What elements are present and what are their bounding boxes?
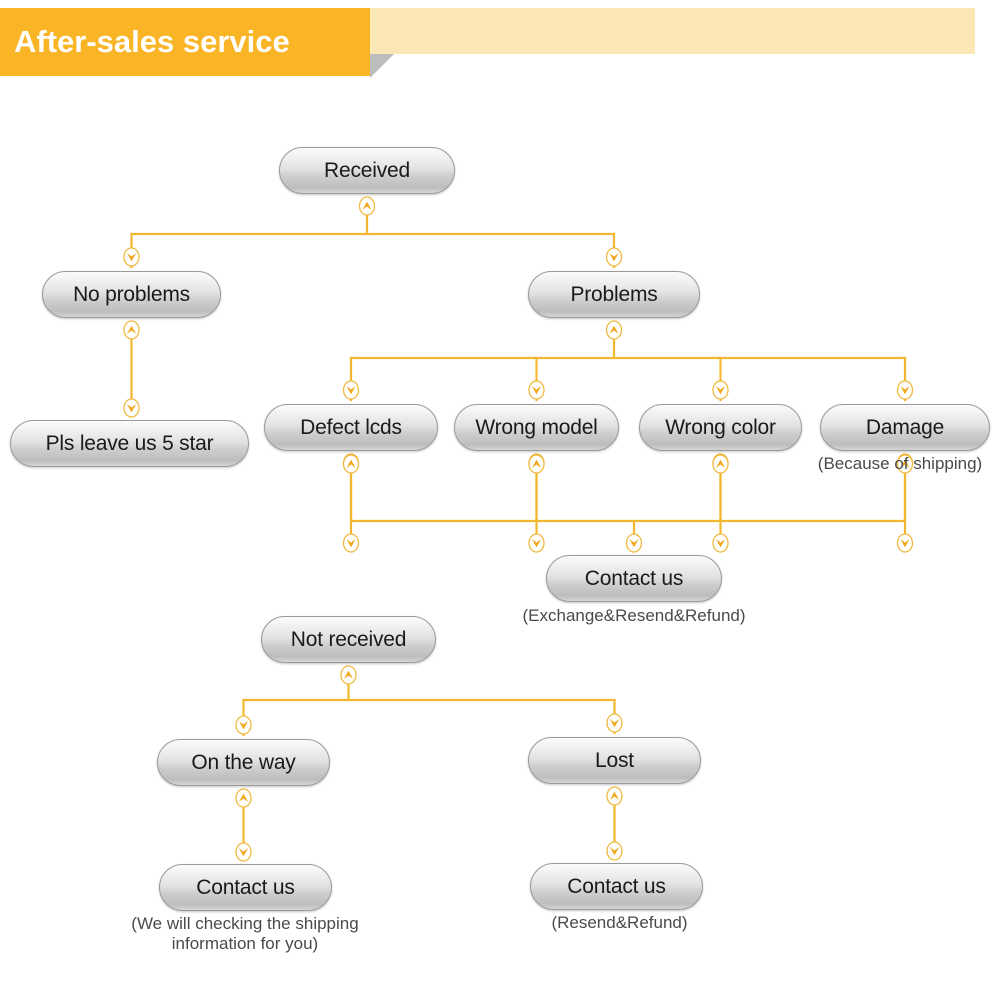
arrow-down-icon	[606, 841, 623, 861]
flow-node-problems: Problems	[528, 271, 700, 318]
arrow-down-icon	[235, 842, 252, 862]
arrow-up-icon	[342, 454, 360, 474]
arrow-down-icon	[896, 380, 914, 400]
flow-caption-contact-problems-note: (Exchange&Resend&Refund)	[522, 606, 746, 625]
arrow-down-icon	[605, 247, 623, 267]
flow-node-label: Defect lcds	[300, 415, 402, 439]
flow-node-label: Pls leave us 5 star	[45, 431, 214, 455]
flow-node-label: Contact us	[567, 874, 666, 898]
flow-node-damage: Damage	[820, 404, 990, 451]
arrow-up-icon	[340, 665, 357, 685]
arrow-up-icon	[896, 454, 914, 474]
arrow-up-icon	[606, 786, 623, 806]
flow-node-pls-leave-5star: Pls leave us 5 star	[10, 420, 249, 467]
arrow-down-icon	[123, 398, 140, 418]
flow-node-not-received: Not received	[261, 616, 436, 663]
arrow-down-icon	[625, 533, 643, 553]
flow-node-label: Contact us	[584, 566, 684, 590]
arrow-up-icon	[605, 320, 623, 340]
flow-node-lost: Lost	[528, 737, 701, 784]
flow-node-wrong-color: Wrong color	[639, 404, 802, 451]
arrow-down-icon	[712, 533, 729, 553]
flow-node-wrong-model: Wrong model	[454, 404, 619, 451]
flow-node-contact-us-ontheway: Contact us	[159, 864, 332, 911]
flow-node-received: Received	[279, 147, 455, 194]
banner-corner-shadow	[370, 54, 394, 78]
arrow-down-icon	[528, 380, 545, 400]
flow-node-label: On the way	[191, 750, 296, 774]
arrow-down-icon	[123, 247, 140, 267]
flow-node-label: Contact us	[196, 875, 295, 899]
page-title: After-sales service	[14, 24, 290, 59]
arrow-down-icon	[342, 533, 360, 553]
arrow-down-icon	[606, 713, 623, 733]
flow-node-defect-lcds: Defect lcds	[264, 404, 438, 451]
arrow-down-icon	[528, 533, 545, 553]
flow-node-label: Damage	[865, 415, 945, 439]
flow-caption-contact-ontheway-note: (We will checking the shipping informati…	[131, 914, 359, 953]
flow-node-no-problems: No problems	[42, 271, 221, 318]
arrow-down-icon	[235, 715, 252, 735]
arrow-up-icon	[358, 196, 376, 216]
arrow-down-icon	[896, 533, 914, 553]
flow-node-label: No problems	[73, 282, 190, 306]
flow-node-label: Wrong color	[665, 415, 776, 439]
flow-node-contact-us-problems: Contact us	[546, 555, 722, 602]
banner-title-block: After-sales service	[0, 8, 370, 76]
flow-node-label: Wrong model	[475, 415, 598, 439]
flow-node-on-the-way: On the way	[157, 739, 330, 786]
flow-caption-damage-note: (Because of shipping)	[817, 454, 983, 473]
flow-caption-contact-lost-note: (Resend&Refund)	[551, 913, 688, 932]
arrow-up-icon	[123, 320, 140, 340]
flow-node-label: Received	[324, 158, 410, 182]
flow-node-label: Lost	[595, 748, 634, 772]
flow-node-contact-us-lost: Contact us	[530, 863, 703, 910]
flow-node-label: Problems	[570, 282, 658, 306]
flow-node-label: Not received	[290, 627, 407, 651]
arrow-up-icon	[528, 454, 545, 474]
arrow-down-icon	[712, 380, 729, 400]
arrow-down-icon	[342, 380, 360, 400]
arrow-up-icon	[235, 788, 252, 808]
arrow-up-icon	[712, 454, 729, 474]
